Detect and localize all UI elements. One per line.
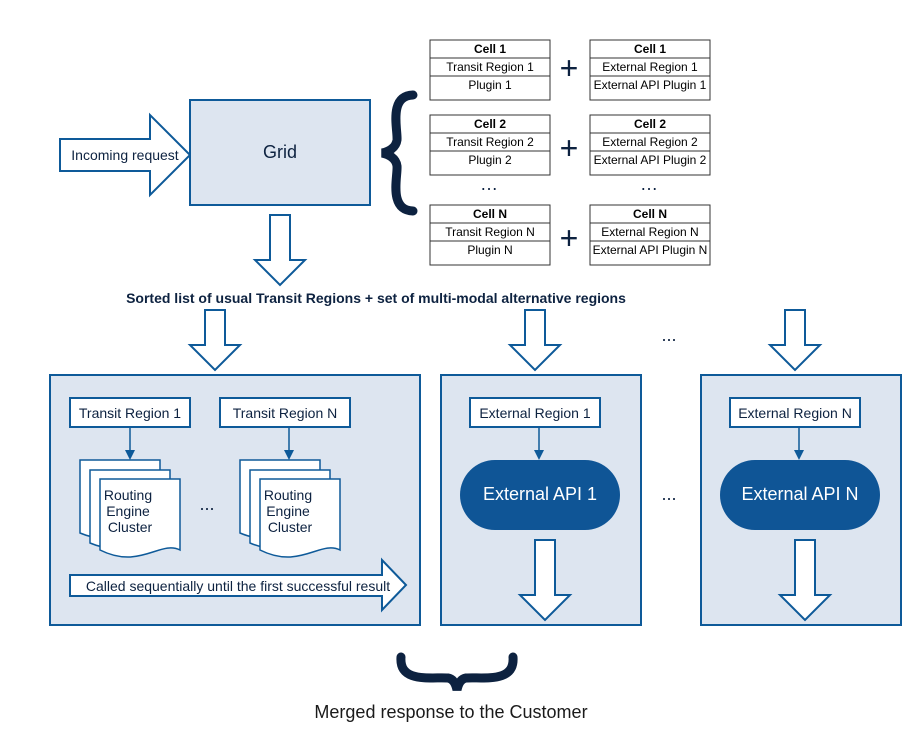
cluster-label-line1: Routing bbox=[264, 487, 312, 503]
external-apis-ellipsis: ... bbox=[661, 484, 676, 504]
external-panel-1-down-arrow bbox=[507, 309, 563, 372]
transit-region-n-box bbox=[219, 397, 351, 428]
transit-region-n-label: Transit Region N bbox=[233, 405, 338, 421]
merged-response-label: Merged response to the Customer bbox=[314, 702, 587, 722]
external-region-n-box bbox=[729, 397, 861, 428]
cluster-label-line3: Cluster bbox=[268, 519, 313, 535]
cell-title: Cell 2 bbox=[634, 117, 666, 131]
cell-title: Cell 1 bbox=[474, 42, 506, 56]
external-region-n-label: External Region N bbox=[738, 405, 852, 421]
cell-external-plugin: External API Plugin N bbox=[593, 243, 708, 257]
transit-panel-down-arrow bbox=[187, 309, 243, 372]
grid-box: Grid bbox=[189, 99, 371, 206]
external-api-1-down-arrow bbox=[517, 539, 573, 622]
cell-external-region: External Region 1 bbox=[602, 60, 698, 74]
clusters-ellipsis: ... bbox=[199, 494, 214, 514]
cell-external-plugin: External API Plugin 1 bbox=[594, 78, 707, 92]
external-region-1-box bbox=[469, 397, 601, 428]
external-cell-table-2: Cell 2 External Region 2 External API Pl… bbox=[589, 114, 711, 176]
grid-down-arrow bbox=[252, 214, 308, 287]
sequential-call-arrow bbox=[69, 557, 408, 613]
cluster-label-line2: Engine bbox=[266, 503, 310, 519]
cell-plugin: Plugin 2 bbox=[468, 153, 512, 167]
cells-brace bbox=[381, 90, 418, 216]
cluster-label-line3: Cluster bbox=[108, 519, 153, 535]
cell-title: Cell N bbox=[633, 207, 667, 221]
plus-sign: + bbox=[560, 220, 579, 256]
external-api-1-label: External API 1 bbox=[483, 484, 597, 504]
incoming-request-arrow: Incoming request bbox=[59, 112, 192, 198]
sequential-call-label: Called sequentially until the first succ… bbox=[86, 578, 390, 594]
cell-external-plugin: External API Plugin 2 bbox=[594, 153, 707, 167]
cell-external-region: External Region N bbox=[601, 225, 698, 239]
transit-region-1-box bbox=[69, 397, 191, 428]
transit-regions-panel: Transit Region 1 Transit Region N Routin… bbox=[49, 374, 421, 626]
cluster-label-line2: Engine bbox=[106, 503, 150, 519]
external-api-n-pill bbox=[720, 460, 880, 530]
cell-table-n: Cell N Transit Region N Plugin N bbox=[429, 204, 551, 266]
cell-external-region: External Region 2 bbox=[602, 135, 698, 149]
external-region-n-panel: External Region N External API N bbox=[700, 374, 902, 626]
plus-sign: + bbox=[560, 50, 579, 86]
external-region-1-panel: External Region 1 External API 1 bbox=[440, 374, 642, 626]
cell-transit-region: Transit Region 1 bbox=[446, 60, 534, 74]
cluster-label-line1: Routing bbox=[104, 487, 152, 503]
external-api-n-down-arrow bbox=[777, 539, 833, 622]
external-cell-table-n: Cell N External Region N External API Pl… bbox=[589, 204, 711, 266]
panels-ellipsis: ... bbox=[661, 325, 676, 345]
external-api-n-label: External API N bbox=[741, 484, 858, 504]
cell-transit-region: Transit Region 2 bbox=[446, 135, 534, 149]
incoming-request-label: Incoming request bbox=[71, 147, 179, 163]
external-cell-table-1: Cell 1 External Region 1 External API Pl… bbox=[589, 39, 711, 101]
grid-label: Grid bbox=[263, 142, 297, 162]
cell-plugin: Plugin 1 bbox=[468, 78, 512, 92]
transit-region-1-label: Transit Region 1 bbox=[79, 405, 181, 421]
cell-title: Cell N bbox=[473, 207, 507, 221]
cell-table-1: Cell 1 Transit Region 1 Plugin 1 bbox=[429, 39, 551, 101]
cell-table-2: Cell 2 Transit Region 2 Plugin 2 bbox=[429, 114, 551, 176]
cell-title: Cell 2 bbox=[474, 117, 506, 131]
external-panel-n-down-arrow bbox=[767, 309, 823, 372]
external-region-1-label: External Region 1 bbox=[479, 405, 591, 421]
sorted-list-label: Sorted list of usual Transit Regions + s… bbox=[126, 290, 626, 306]
cells-ellipsis: … bbox=[640, 174, 658, 194]
plus-sign: + bbox=[560, 130, 579, 166]
cell-plugin: Plugin N bbox=[467, 243, 512, 257]
external-api-1-pill bbox=[460, 460, 620, 530]
routing-engine-cluster-1: Routing Engine Cluster bbox=[79, 459, 181, 558]
merge-brace bbox=[396, 652, 518, 691]
cell-title: Cell 1 bbox=[634, 42, 666, 56]
routing-engine-cluster-n: Routing Engine Cluster bbox=[239, 459, 341, 558]
cells-ellipsis: … bbox=[480, 174, 498, 194]
cell-transit-region: Transit Region N bbox=[445, 225, 535, 239]
